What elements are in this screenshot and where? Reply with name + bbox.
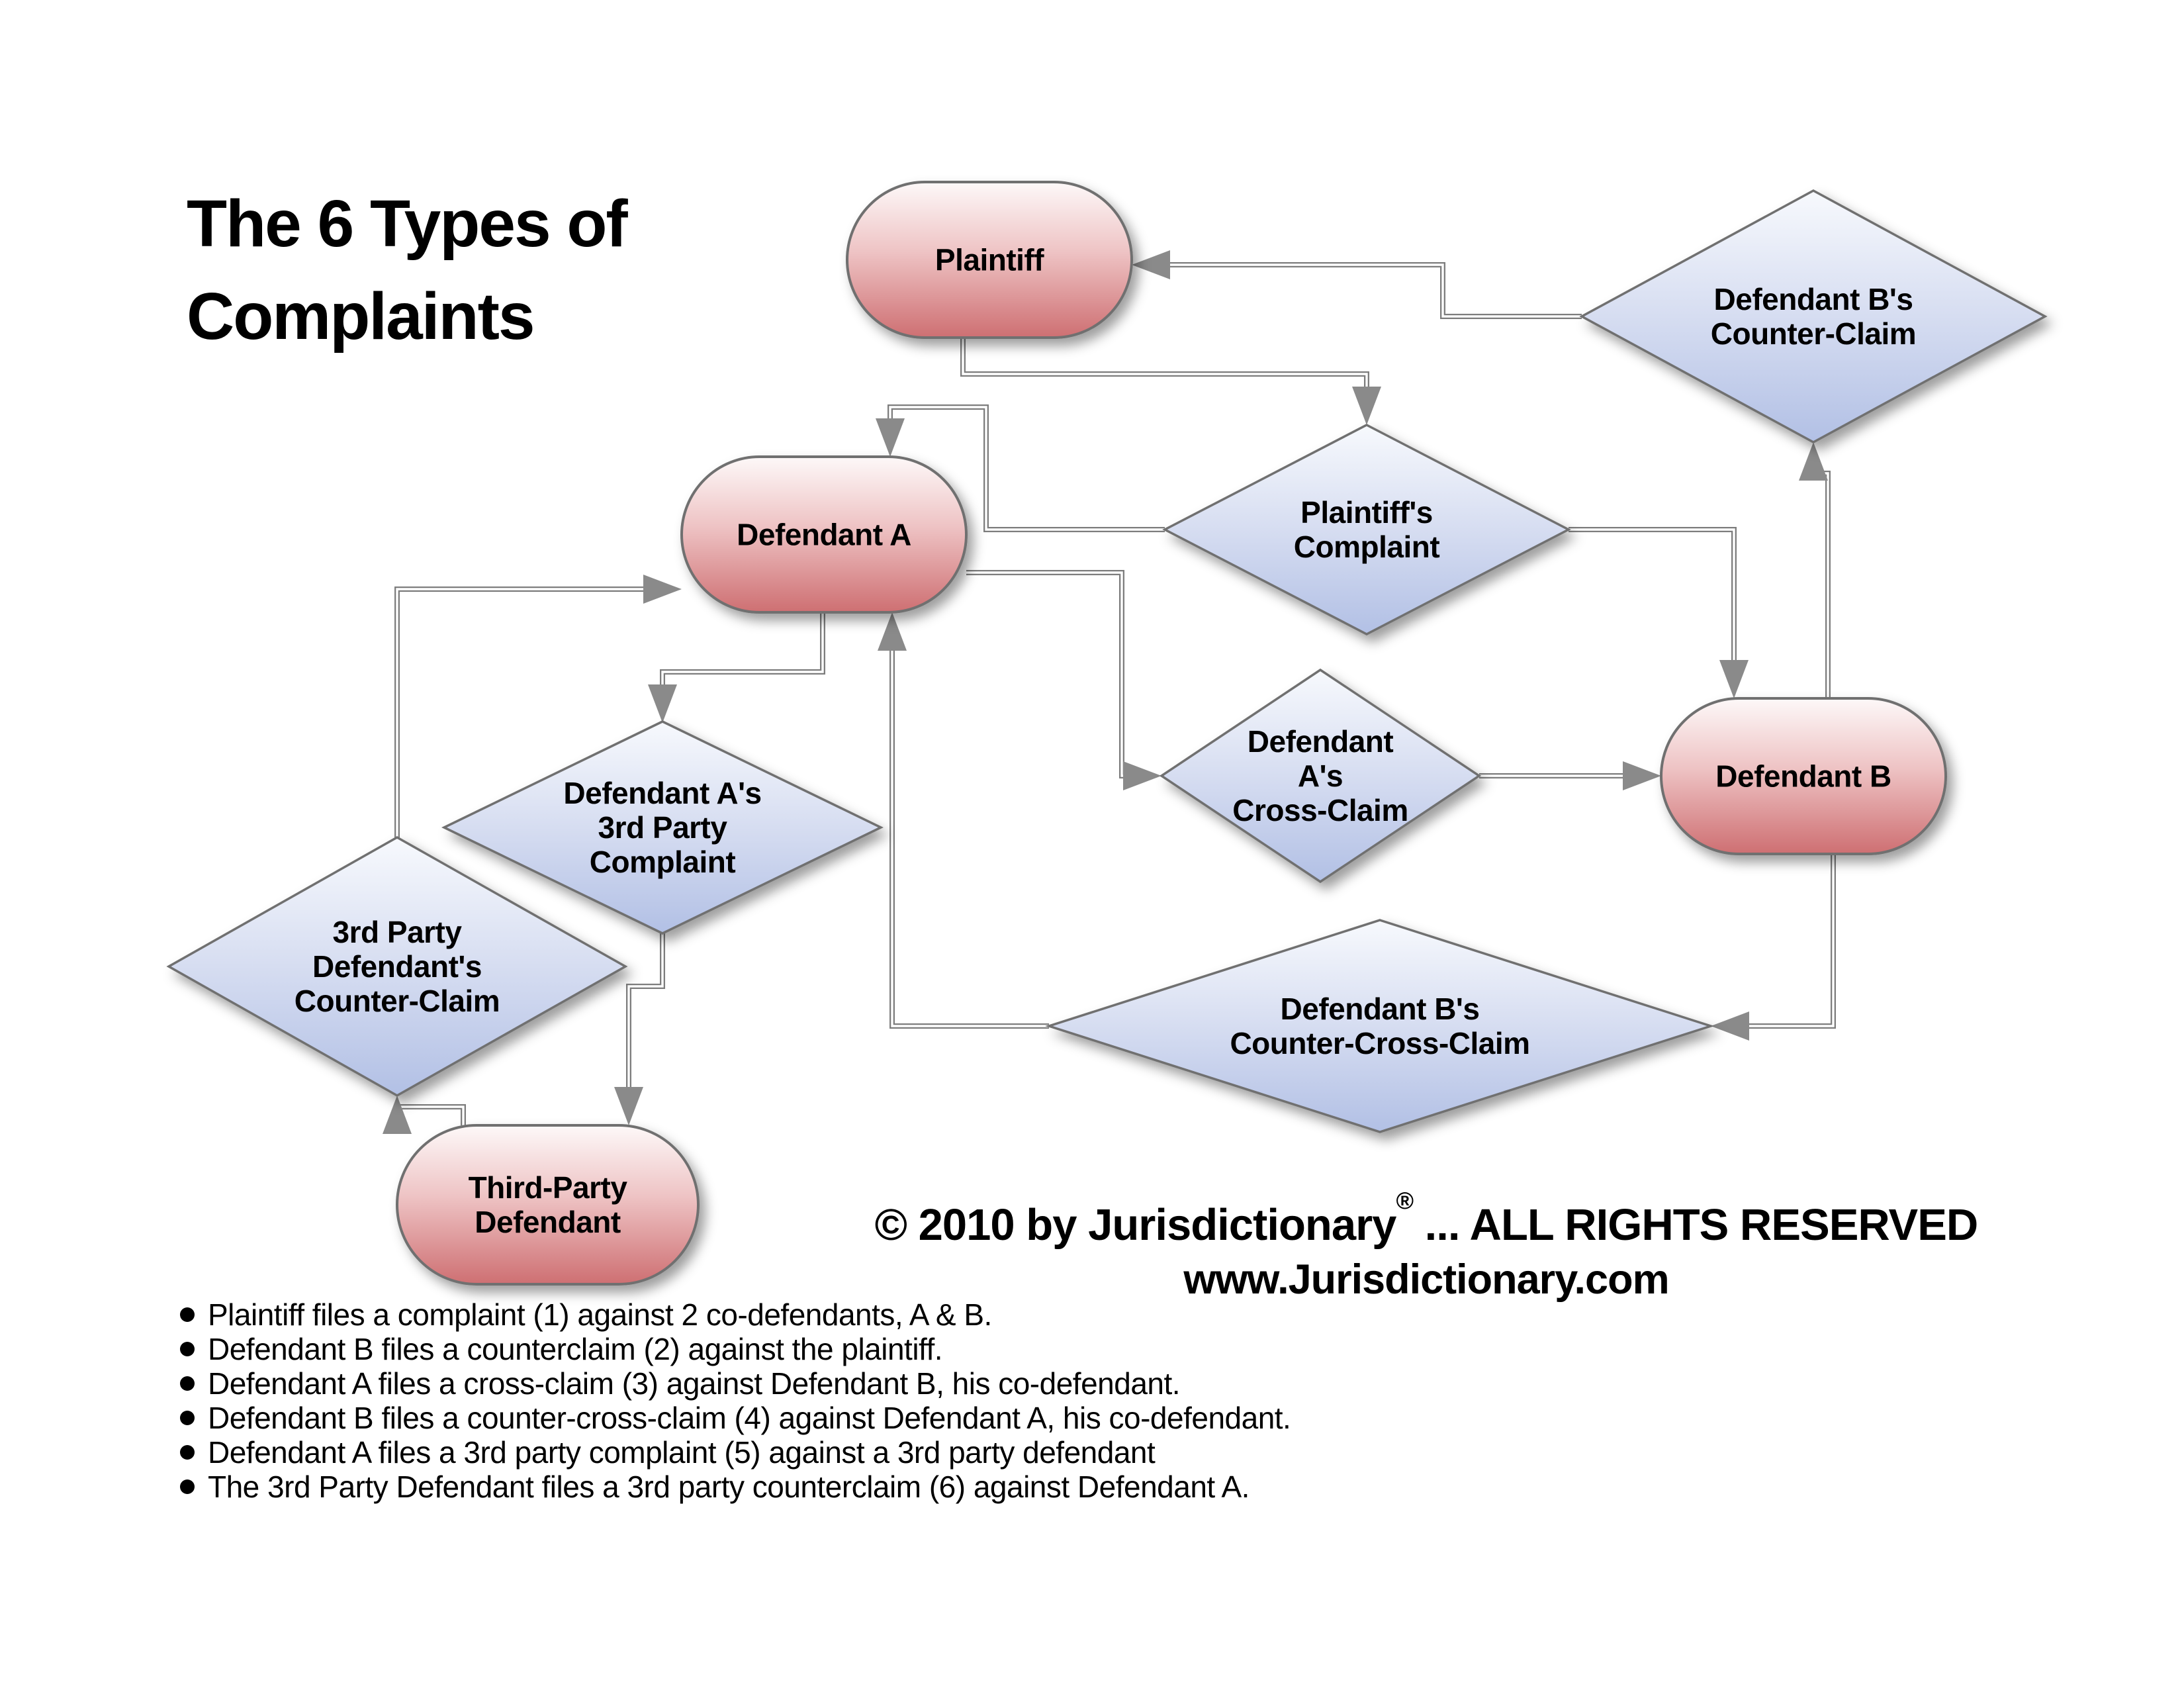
third-party-defendant-to-counter-claim-arrowhead-icon xyxy=(383,1096,412,1134)
bullet-icon xyxy=(180,1376,195,1391)
defendant-b-to-counter-cross-claim-arrowhead-icon xyxy=(1711,1011,1749,1041)
bullet-icon xyxy=(180,1342,195,1356)
page-title-line2: Complaints xyxy=(187,279,535,353)
complaint-to-defendant-b-arrowhead-icon xyxy=(1719,660,1749,698)
counter-claim-to-plaintiff-line xyxy=(1165,262,1582,319)
third-party-defendant-node xyxy=(396,1124,700,1286)
defendant-a-to-3rd-party-complaint-line-core xyxy=(661,612,824,690)
defendant-a-to-cross-claim-line-core xyxy=(966,571,1128,777)
cross-claim-to-defendant-b-arrowhead-icon xyxy=(1623,761,1661,790)
bullet-icon xyxy=(180,1411,195,1425)
note-item-6: The 3rd Party Defendant files a 3rd part… xyxy=(180,1470,1291,1504)
bullet-icon xyxy=(180,1445,195,1460)
complaint-to-defendant-a-arrowhead-icon xyxy=(876,418,905,457)
registered-mark: ® xyxy=(1396,1186,1414,1214)
defendant-b-counter-cross-claim-node xyxy=(1045,919,1715,1133)
counter-cross-claim-to-defendant-a-line-core xyxy=(891,645,1049,1027)
note-item-3: Defendant A files a cross-claim (3) agai… xyxy=(180,1366,1291,1401)
3rd-party-counter-claim-to-defendant-a-arrowhead-icon xyxy=(643,575,682,604)
complaint-to-defendant-b-line xyxy=(1569,527,1737,665)
copyright-line: © 2010 by Jurisdictionary® ... ALL RIGHT… xyxy=(814,1187,2038,1250)
note-text: Defendant B files a counter-cross-claim … xyxy=(208,1401,1291,1435)
defendant-a-to-3rd-party-complaint-line xyxy=(660,612,825,690)
page-title: The 6 Types of Complaints xyxy=(187,177,628,363)
plaintiffs-complaint-node xyxy=(1162,424,1571,635)
plaintiff-node xyxy=(846,181,1133,339)
counter-cross-claim-to-defendant-a-arrowhead-icon xyxy=(878,612,907,651)
plaintiff-label: Plaintiff xyxy=(935,243,1044,277)
counter-claim-to-plaintiff-line-core xyxy=(1165,263,1582,318)
note-text: Defendant A files a 3rd party complaint … xyxy=(208,1435,1156,1470)
note-item-4: Defendant B files a counter-cross-claim … xyxy=(180,1401,1291,1435)
note-text: The 3rd Party Defendant files a 3rd part… xyxy=(208,1470,1250,1504)
defendant-b-node xyxy=(1660,697,1947,855)
defendant-b-to-counter-claim-line xyxy=(1811,471,1831,698)
plaintiff-to-complaint-line-core xyxy=(962,338,1368,392)
defendant-a-node xyxy=(680,455,968,614)
page-title-line1: The 6 Types of xyxy=(187,187,628,261)
complaint-to-defendant-a-line-core xyxy=(889,406,1165,531)
defendant-b-to-counter-cross-claim-line-core xyxy=(1744,854,1835,1027)
note-text: Plaintiff files a complaint (1) against … xyxy=(208,1297,992,1332)
copyright-text: © 2010 by Jurisdictionary xyxy=(874,1200,1397,1250)
rights-reserved-text: ... ALL RIGHTS RESERVED xyxy=(1412,1200,1979,1250)
3rd-party-complaint-to-third-party-defendant-arrowhead-icon xyxy=(614,1087,643,1125)
3rd-party-counter-claim-to-defendant-a-line-core xyxy=(396,588,649,837)
note-item-1: Plaintiff files a complaint (1) against … xyxy=(180,1297,1291,1332)
counter-claim-to-plaintiff-arrowhead-icon xyxy=(1132,250,1170,279)
3rd-party-defendants-counter-claim-node xyxy=(166,835,628,1098)
defendant-a-to-cross-claim-arrowhead-icon xyxy=(1123,761,1161,790)
arrowhead-layer xyxy=(383,250,1828,1134)
bullet-icon xyxy=(180,1307,195,1322)
defendant-a-label: Defendant A xyxy=(737,518,911,552)
defendant-a-3rd-party-complaint-node xyxy=(441,720,884,935)
defendant-b-counter-claim-node xyxy=(1579,189,2048,444)
note-text: Defendant A files a cross-claim (3) agai… xyxy=(208,1366,1181,1401)
defendant-b-to-counter-cross-claim-line xyxy=(1744,854,1836,1029)
defendant-a-to-3rd-party-complaint-arrowhead-icon xyxy=(648,684,677,723)
3rd-party-complaint-to-third-party-defendant-line xyxy=(626,933,665,1092)
plaintiff-to-complaint-line xyxy=(960,338,1369,392)
plaintiff-to-complaint-arrowhead-icon xyxy=(1352,387,1381,425)
notes-list: Plaintiff files a complaint (1) against … xyxy=(180,1297,1291,1504)
bullet-icon xyxy=(180,1479,195,1494)
defendant-b-to-counter-claim-arrowhead-icon xyxy=(1799,442,1828,481)
defendant-b-label: Defendant B xyxy=(1715,759,1891,794)
note-item-2: Defendant B files a counterclaim (2) aga… xyxy=(180,1332,1291,1366)
3rd-party-complaint-to-third-party-defendant-line-core xyxy=(627,933,664,1092)
note-item-5: Defendant A files a 3rd party complaint … xyxy=(180,1435,1291,1470)
copyright: © 2010 by Jurisdictionary® ... ALL RIGHT… xyxy=(814,1187,2038,1303)
defendant-a-to-cross-claim-line xyxy=(966,570,1128,778)
defendant-a-cross-claim-node xyxy=(1159,668,1482,884)
complaint-to-defendant-b-line-core xyxy=(1569,528,1735,665)
counter-cross-claim-to-defendant-a-line xyxy=(889,645,1049,1029)
website-url: www.Jurisdictionary.com xyxy=(1183,1256,1669,1303)
note-text: Defendant B files a counterclaim (2) aga… xyxy=(208,1332,943,1366)
